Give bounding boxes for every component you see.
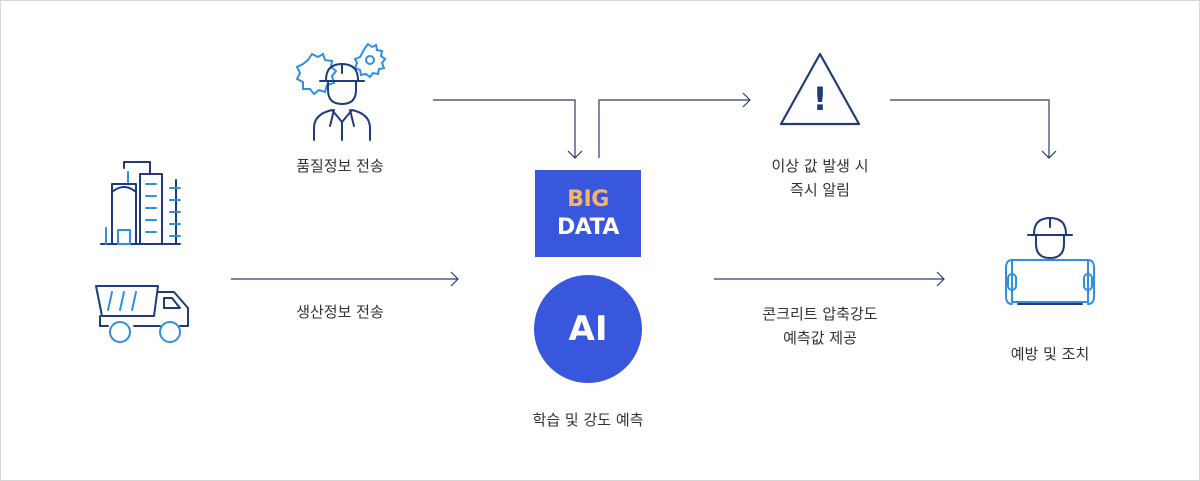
big-data-box: BIG DATA: [535, 170, 641, 257]
worker-blueprint-icon: [1005, 217, 1095, 305]
factory-icon: [100, 161, 181, 245]
ai-circle: AI: [534, 275, 642, 383]
label-anomaly-alert: 이상 값 발생 시 즉시 알림: [771, 157, 869, 199]
warning-triangle-icon: !: [779, 52, 861, 126]
arrow-bigdata-to-warning: [598, 99, 750, 158]
big-data-line1: BIG: [567, 186, 609, 212]
worker-gears-icon: [295, 42, 387, 141]
label-learning-prediction: 학습 및 강도 예측: [532, 411, 644, 429]
big-data-line2: DATA: [557, 214, 619, 240]
arrowhead-ai: [936, 271, 945, 287]
ai-label: AI: [568, 309, 608, 349]
arrowhead-warning: [742, 92, 751, 108]
label-concrete-prediction: 콘크리트 압축강도 예측값 제공: [762, 305, 878, 347]
arrow-quality-to-bigdata: [433, 99, 576, 158]
arrowhead-prevention: [1041, 150, 1057, 159]
warning-mark: !: [813, 80, 828, 118]
arrowhead-production: [450, 271, 459, 287]
label-production-info: 생산정보 전송: [296, 303, 384, 321]
arrow-warning-to-prevention: [890, 99, 1050, 158]
dump-truck-icon: [95, 285, 189, 343]
arrowhead-quality: [567, 150, 583, 159]
label-quality-info: 품질정보 전송: [296, 157, 384, 175]
label-prevention: 예방 및 조치: [1010, 345, 1090, 363]
